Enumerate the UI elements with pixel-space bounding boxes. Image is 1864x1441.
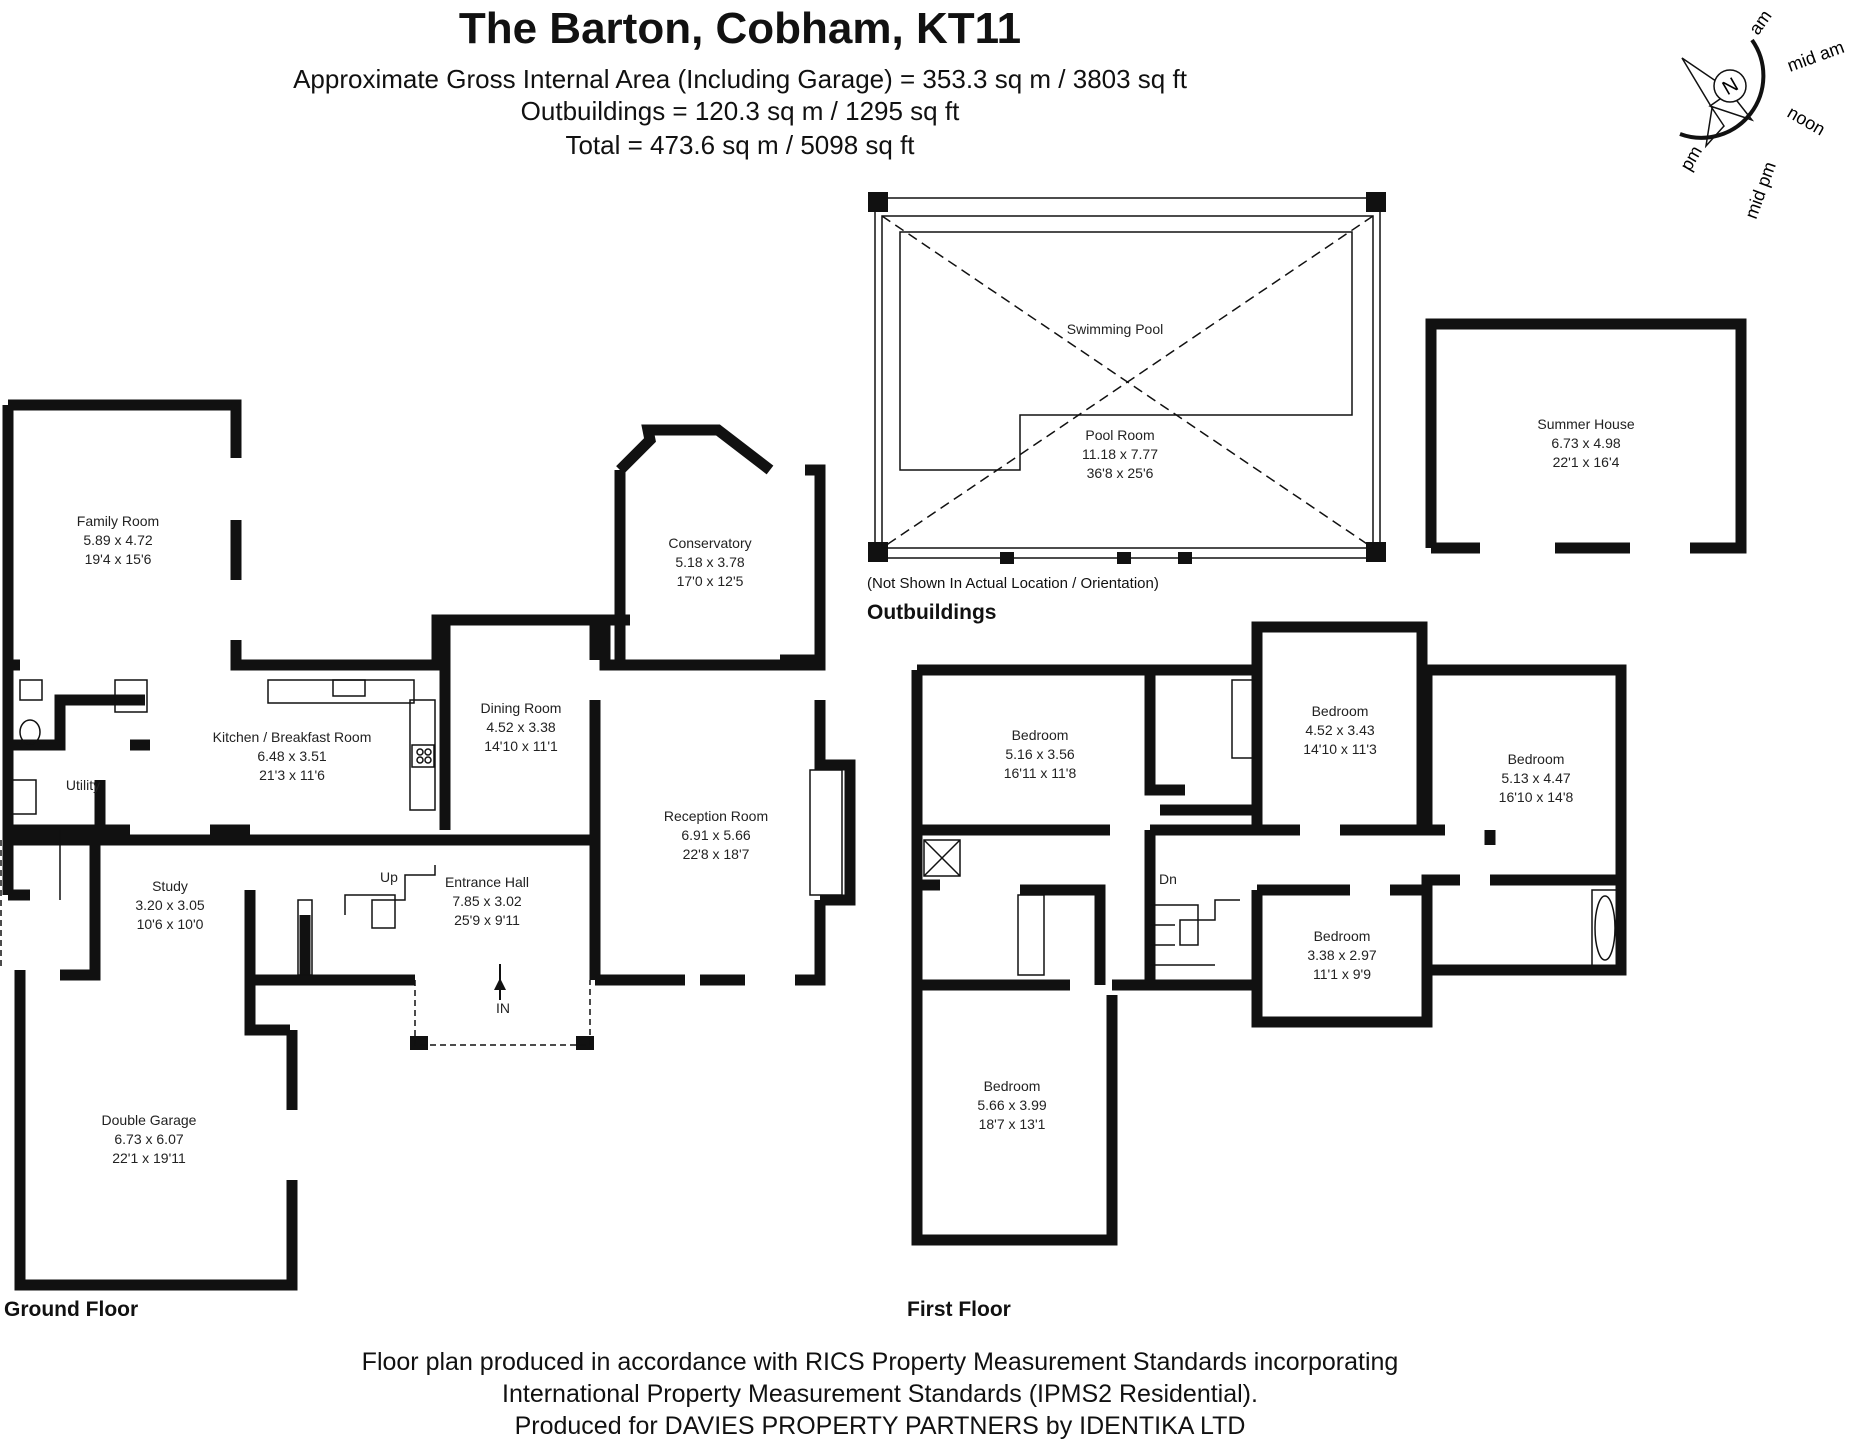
compass-label-noon: noon [1784,102,1829,139]
outbuildings-label: Outbuildings [867,601,997,624]
family-room-imperial: 19'4 x 15'6 [85,551,152,567]
entrance-hall-metric: 7.85 x 3.02 [452,893,521,909]
ground-floor-label: Ground Floor [4,1298,139,1321]
pool-room-metric: 11.18 x 7.77 [1082,446,1158,462]
utility-name: Utility [66,777,100,793]
entrance-hall-name: Entrance Hall [445,874,529,890]
reception-room-metric: 6.91 x 5.66 [681,827,750,843]
compass-label-pm: pm [1676,142,1706,174]
garage-imperial: 22'1 x 19'11 [112,1150,186,1166]
entrance-hall-imperial: 25'9 x 9'11 [454,912,520,928]
dining-room-metric: 4.52 x 3.38 [486,719,555,735]
kitchen-imperial: 21'3 x 11'6 [259,767,325,783]
outbuildings-area-line: Outbuildings = 120.3 sq m / 1295 sq ft [520,96,960,126]
bedroom2-name: Bedroom [1312,703,1369,719]
bedroom3-imperial: 16'10 x 14'8 [1499,789,1574,805]
study-imperial: 10'6 x 10'0 [137,916,204,932]
kitchen-metric: 6.48 x 3.51 [257,748,326,764]
bedroom5-metric: 5.66 x 3.99 [977,1097,1046,1113]
first-floor-fittings: Dn [923,679,1619,976]
kitchen-name: Kitchen / Breakfast Room [213,729,372,745]
gross-area-line: Approximate Gross Internal Area (Includi… [293,64,1187,94]
bedroom2-metric: 4.52 x 3.43 [1305,722,1374,738]
first-floor-label: First Floor [907,1298,1011,1321]
summer-house-name: Summer House [1537,416,1634,432]
reception-room-name: Reception Room [664,808,768,824]
pool-room-name: Pool Room [1085,427,1154,443]
summer-house-imperial: 22'1 x 16'4 [1553,454,1620,470]
summer-house-walls [1425,318,1747,554]
garage-name: Double Garage [102,1112,197,1128]
plan-title: The Barton, Cobham, KT11 [458,4,1022,53]
bedroom2-imperial: 14'10 x 11'3 [1303,741,1377,757]
ground-floor-walls [2,399,856,1291]
summer-house-metric: 6.73 x 4.98 [1551,435,1620,451]
family-room-name: Family Room [77,513,159,529]
outbuilding-labels: Swimming Pool Pool Room 11.18 x 7.77 36'… [1067,321,1635,481]
front-door-in-label: IN [496,1000,510,1016]
bedroom5-imperial: 18'7 x 13'1 [979,1116,1046,1132]
first-floor-walls [911,621,1627,1246]
bedroom4-metric: 3.38 x 2.97 [1307,947,1376,963]
footer-line-1: Floor plan produced in accordance with R… [361,1348,1399,1376]
stairs-down-label: Dn [1159,871,1177,887]
ground-floor-fittings: Up IN [0,679,843,1016]
first-floor-room-labels: Bedroom 5.16 x 3.56 16'11 x 11'8 Bedroom… [977,703,1573,1132]
compass-label-mid-am: mid am [1785,37,1847,76]
conservatory-name: Conservatory [668,535,751,551]
bedroom5-name: Bedroom [984,1078,1041,1094]
compass-label-mid-pm: mid pm [1741,159,1780,221]
total-area-line: Total = 473.6 sq m / 5098 sq ft [565,130,915,160]
bedroom3-metric: 5.13 x 4.47 [1501,770,1570,786]
garage-metric: 6.73 x 6.07 [114,1131,183,1147]
pool-room-walls [868,192,1386,564]
footer-line-3: Produced for DAVIES PROPERTY PARTNERS by… [514,1412,1246,1440]
dining-room-name: Dining Room [481,700,562,716]
conservatory-metric: 5.18 x 3.78 [675,554,744,570]
bedroom1-name: Bedroom [1012,727,1069,743]
bedroom1-metric: 5.16 x 3.56 [1005,746,1074,762]
ground-floor-room-labels: Family Room 5.89 x 4.72 19'4 x 15'6 Kitc… [66,513,768,1166]
bedroom3-name: Bedroom [1508,751,1565,767]
stairs-up-label: Up [380,869,398,885]
study-metric: 3.20 x 3.05 [135,897,204,913]
study-name: Study [152,878,188,894]
dining-room-imperial: 14'10 x 11'1 [484,738,558,754]
bedroom1-imperial: 16'11 x 11'8 [1004,765,1077,781]
pool-room-imperial: 36'8 x 25'6 [1087,465,1154,481]
bedroom4-name: Bedroom [1314,928,1371,944]
family-room-metric: 5.89 x 4.72 [83,532,152,548]
bedroom4-imperial: 11'1 x 9'9 [1313,966,1371,982]
footer-line-2: International Property Measurement Stand… [502,1380,1258,1408]
compass-icon: N am mid am noon mid pm pm [1676,6,1847,221]
conservatory-imperial: 17'0 x 12'5 [677,573,744,589]
reception-room-imperial: 22'8 x 18'7 [683,846,750,862]
outbuildings-note: (Not Shown In Actual Location / Orientat… [867,575,1159,592]
swimming-pool-label: Swimming Pool [1067,321,1163,337]
compass-label-am: am [1745,6,1776,38]
